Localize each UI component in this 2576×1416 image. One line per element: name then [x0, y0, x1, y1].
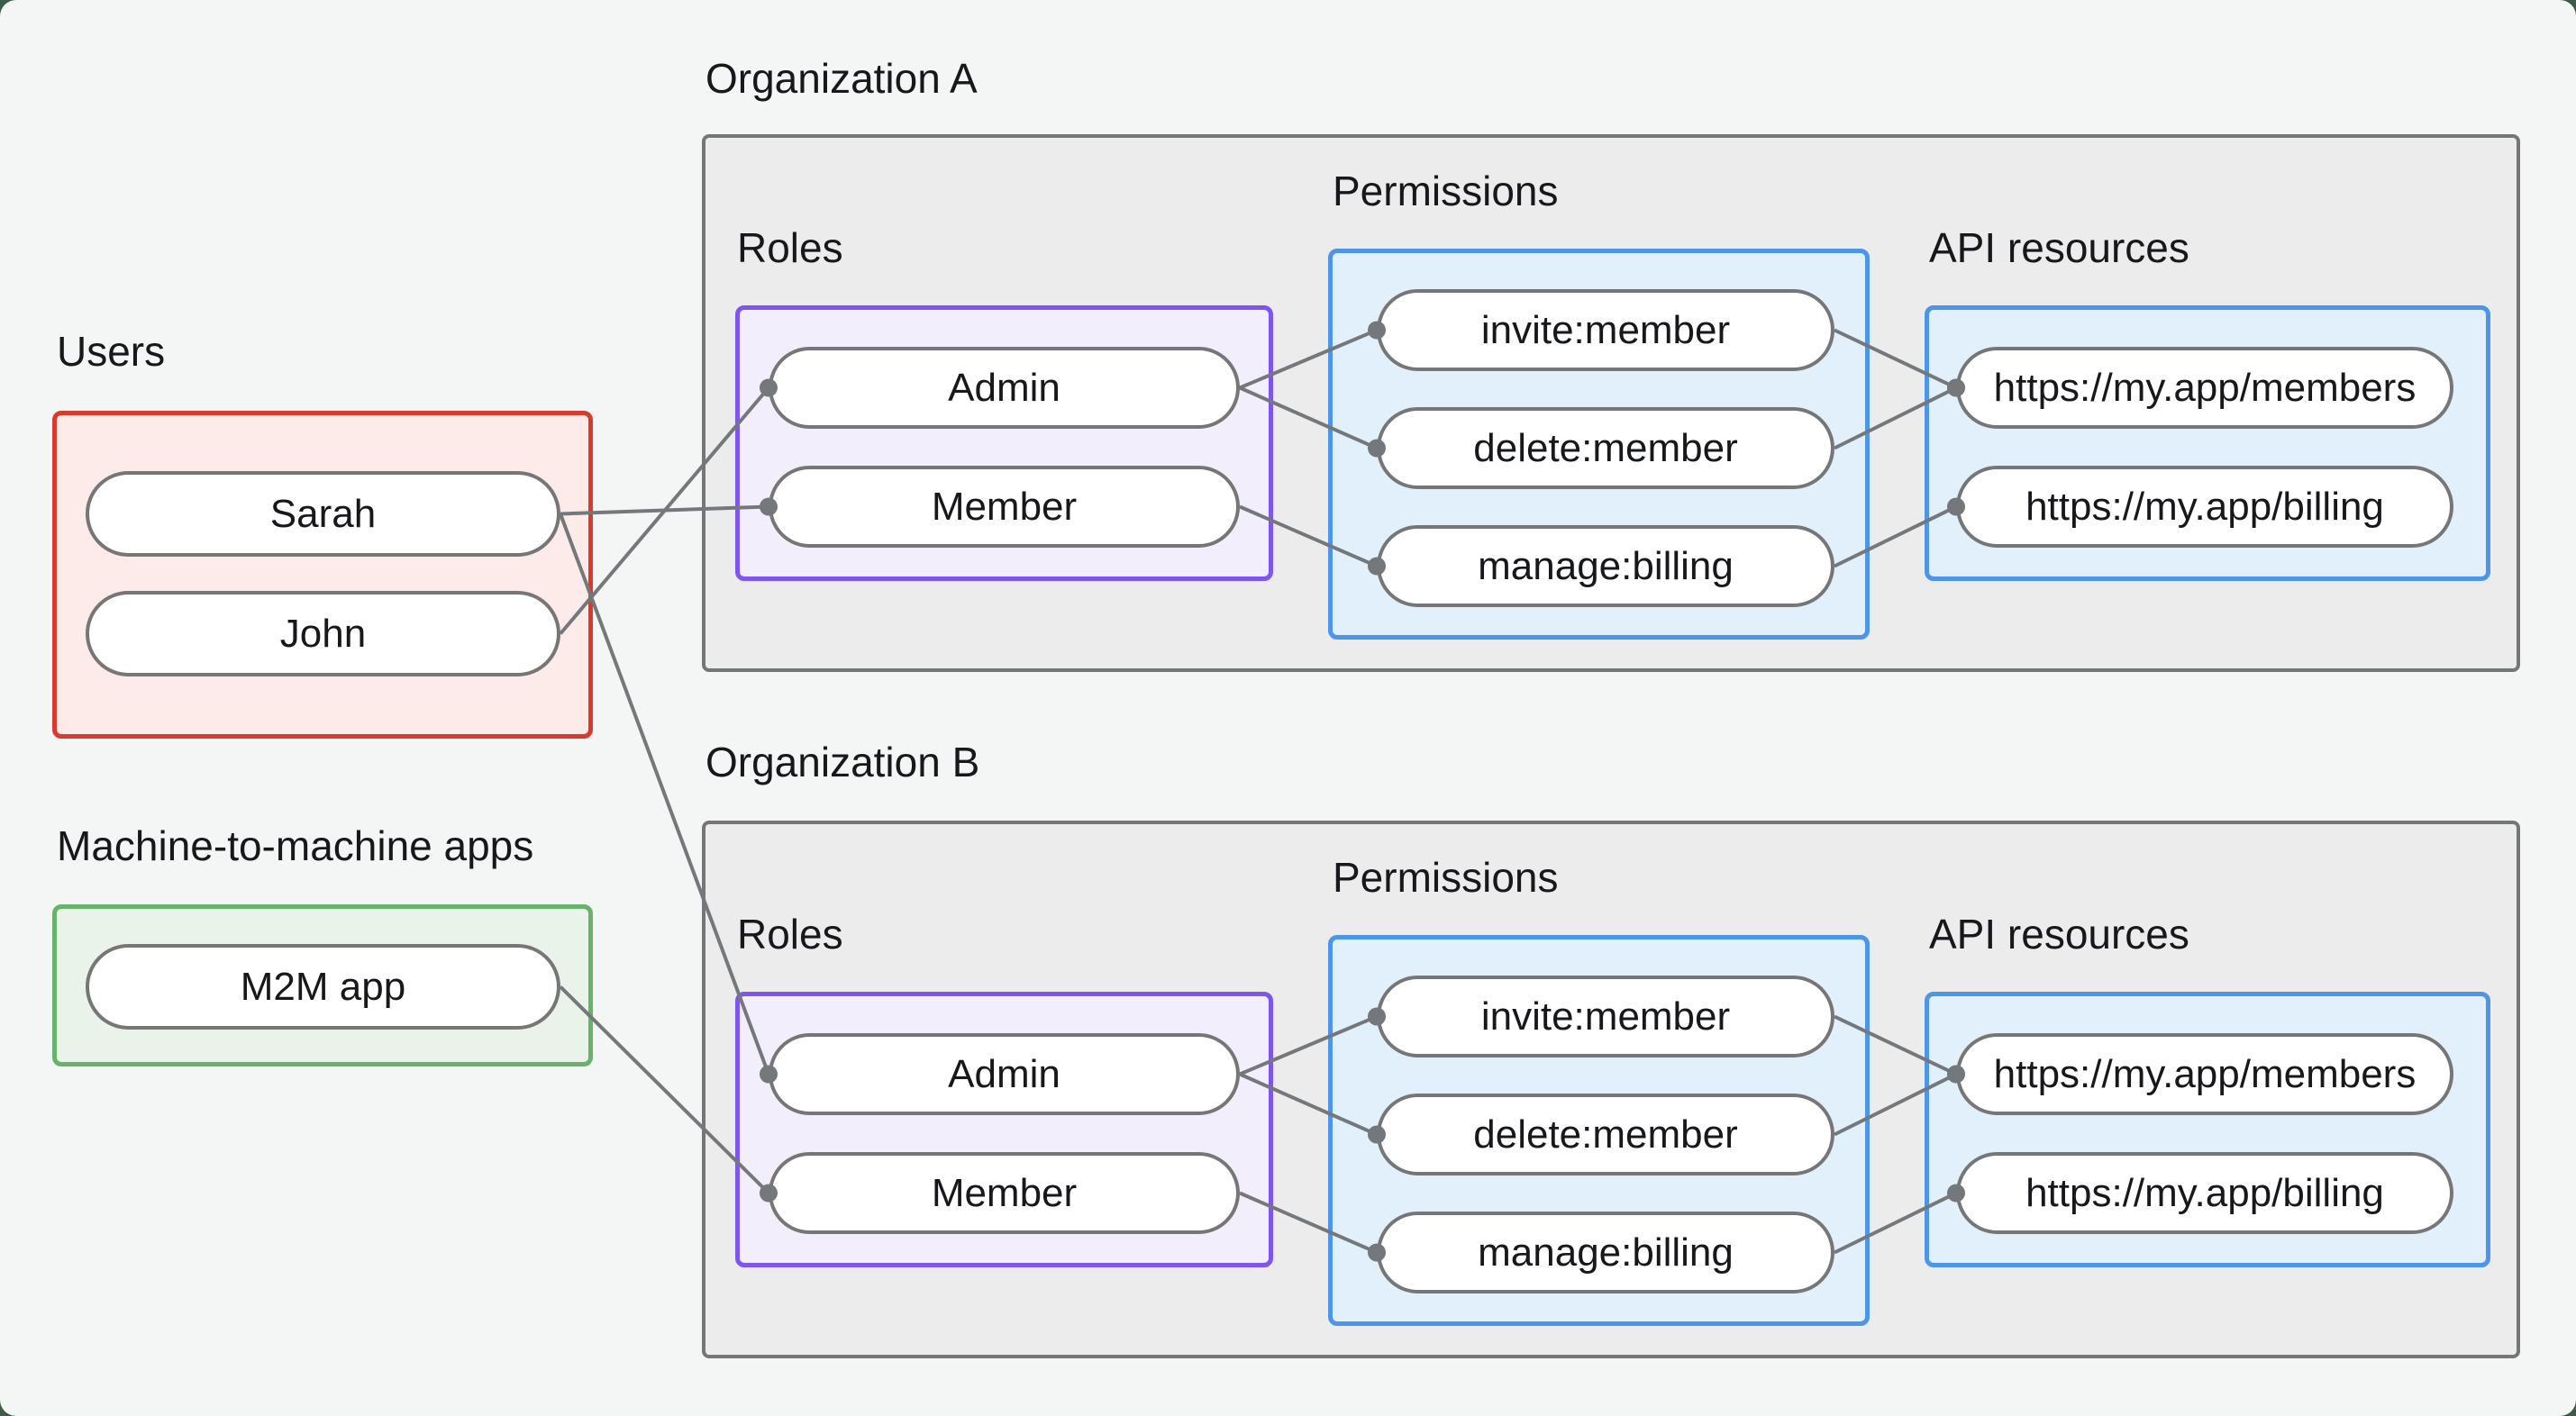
node-org-b-role-member: Member — [769, 1152, 1240, 1234]
users-box — [52, 411, 593, 739]
node-org-a-role-admin: Admin — [769, 347, 1240, 429]
node-org-b-api-members: https://my.app/members — [1956, 1033, 2453, 1115]
org-b-api-label: API resources — [1929, 911, 2189, 958]
node-user-john: John — [86, 591, 560, 676]
org-a-permissions-label: Permissions — [1333, 168, 1559, 214]
node-m2m-app: M2M app — [86, 944, 560, 1030]
node-user-sarah: Sarah — [86, 471, 560, 557]
node-org-a-perm-manage: manage:billing — [1377, 525, 1834, 607]
users-label: Users — [57, 328, 166, 375]
org-a-title: Organization A — [705, 55, 978, 102]
node-org-b-api-billing: https://my.app/billing — [1956, 1152, 2453, 1234]
org-a-roles-label: Roles — [737, 224, 843, 271]
node-org-b-perm-invite: invite:member — [1377, 976, 1834, 1057]
org-b-permissions-label: Permissions — [1333, 854, 1559, 901]
node-org-a-api-members: https://my.app/members — [1956, 347, 2453, 429]
m2m-apps-label: Machine-to-machine apps — [57, 822, 534, 869]
node-org-a-perm-invite: invite:member — [1377, 289, 1834, 371]
org-b-title: Organization B — [705, 739, 980, 785]
org-b-roles-label: Roles — [737, 911, 843, 958]
node-org-b-role-admin: Admin — [769, 1033, 1240, 1115]
node-org-a-perm-delete: delete:member — [1377, 407, 1834, 489]
node-org-a-api-billing: https://my.app/billing — [1956, 466, 2453, 548]
node-org-b-perm-manage: manage:billing — [1377, 1212, 1834, 1293]
node-org-a-role-member: Member — [769, 466, 1240, 548]
org-a-api-label: API resources — [1929, 224, 2189, 271]
node-org-b-perm-delete: delete:member — [1377, 1094, 1834, 1175]
